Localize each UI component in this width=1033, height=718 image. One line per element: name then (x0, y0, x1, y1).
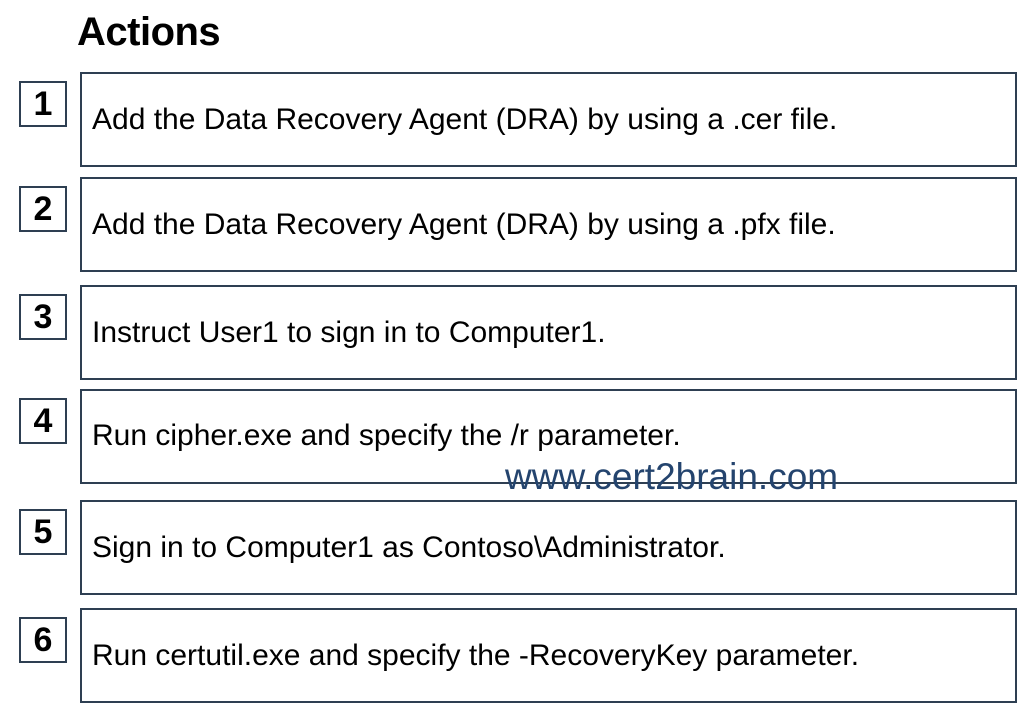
action-item-3[interactable]: Instruct User1 to sign in to Computer1. (80, 285, 1017, 380)
action-text-3: Instruct User1 to sign in to Computer1. (92, 315, 606, 349)
action-row-3: 3 Instruct User1 to sign in to Computer1… (0, 285, 1033, 385)
action-item-6[interactable]: Run certutil.exe and specify the -Recove… (80, 608, 1017, 703)
action-text-2: Add the Data Recovery Agent (DRA) by usi… (92, 207, 836, 241)
action-item-5[interactable]: Sign in to Computer1 as Contoso\Administ… (80, 500, 1017, 595)
action-text-4: Run cipher.exe and specify the /r parame… (92, 418, 681, 452)
action-text-5: Sign in to Computer1 as Contoso\Administ… (92, 530, 726, 564)
action-item-1[interactable]: Add the Data Recovery Agent (DRA) by usi… (80, 72, 1017, 167)
action-row-4: 4 Run cipher.exe and specify the /r para… (0, 389, 1033, 489)
action-number-5: 5 (19, 509, 67, 555)
action-row-6: 6 Run certutil.exe and specify the -Reco… (0, 608, 1033, 708)
action-text-6: Run certutil.exe and specify the -Recove… (92, 638, 860, 672)
action-number-3: 3 (19, 294, 67, 340)
action-text-1: Add the Data Recovery Agent (DRA) by usi… (92, 102, 838, 136)
actions-heading: Actions (77, 10, 221, 54)
action-row-5: 5 Sign in to Computer1 as Contoso\Admini… (0, 500, 1033, 600)
action-number-4: 4 (19, 398, 67, 444)
action-number-2: 2 (19, 186, 67, 232)
action-number-1: 1 (19, 81, 67, 127)
action-row-1: 1 Add the Data Recovery Agent (DRA) by u… (0, 72, 1033, 172)
action-number-6: 6 (19, 617, 67, 663)
action-item-2[interactable]: Add the Data Recovery Agent (DRA) by usi… (80, 177, 1017, 272)
action-item-4[interactable]: Run cipher.exe and specify the /r parame… (80, 389, 1017, 484)
action-row-2: 2 Add the Data Recovery Agent (DRA) by u… (0, 177, 1033, 277)
